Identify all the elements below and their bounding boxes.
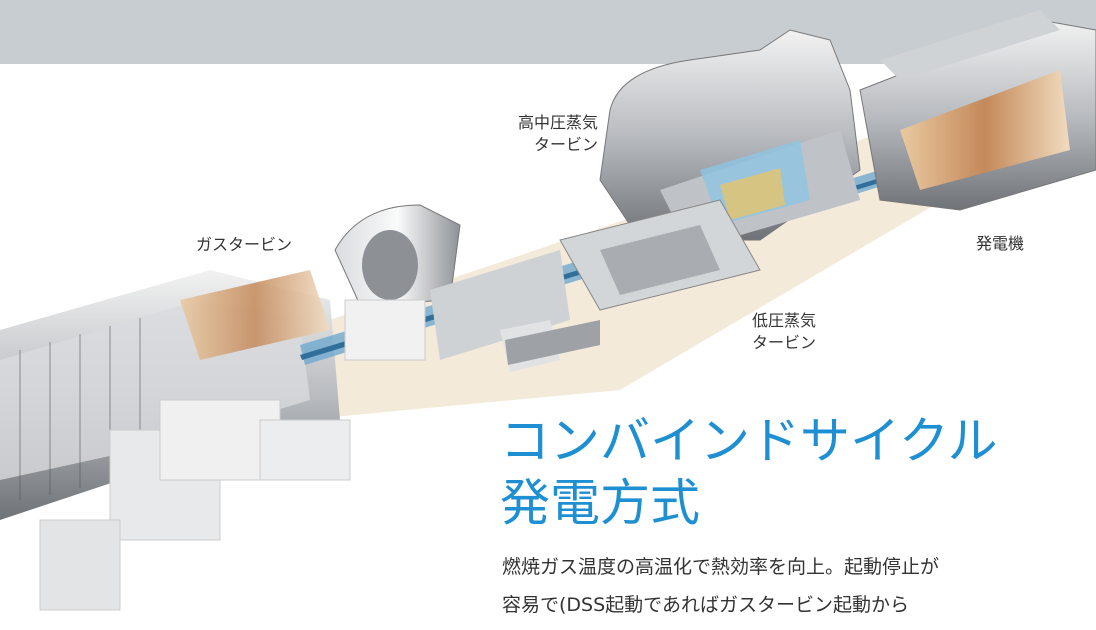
description-line2: 容易で(DSS起動であればガスタービン起動から xyxy=(502,594,909,616)
label-generator: 発電機 xyxy=(976,234,1025,253)
title-line2: 発電方式 xyxy=(500,474,700,532)
title-line1: コンバインドサイクル xyxy=(500,412,998,470)
label-hp-ip-steam-turbine: 高中圧蒸気 タービン xyxy=(492,112,598,156)
page-title: コンバインドサイクル 発電方式 xyxy=(500,410,998,534)
label-lp-line1: 低圧蒸気 xyxy=(752,311,817,330)
label-hp-line1: 高中圧蒸気 xyxy=(517,113,598,132)
description: 燃焼ガス温度の高温化で熱効率を向上。起動停止が 容易で(DSS起動であればガスタ… xyxy=(502,548,1082,624)
label-lp-steam-turbine: 低圧蒸気 タービン xyxy=(752,310,816,354)
description-line1: 燃焼ガス温度の高温化で熱効率を向上。起動停止が xyxy=(502,556,940,578)
label-gas-turbine: ガスタービン xyxy=(196,235,293,254)
label-hp-line2: タービン xyxy=(533,135,598,154)
label-lp-line2: タービン xyxy=(752,333,817,352)
